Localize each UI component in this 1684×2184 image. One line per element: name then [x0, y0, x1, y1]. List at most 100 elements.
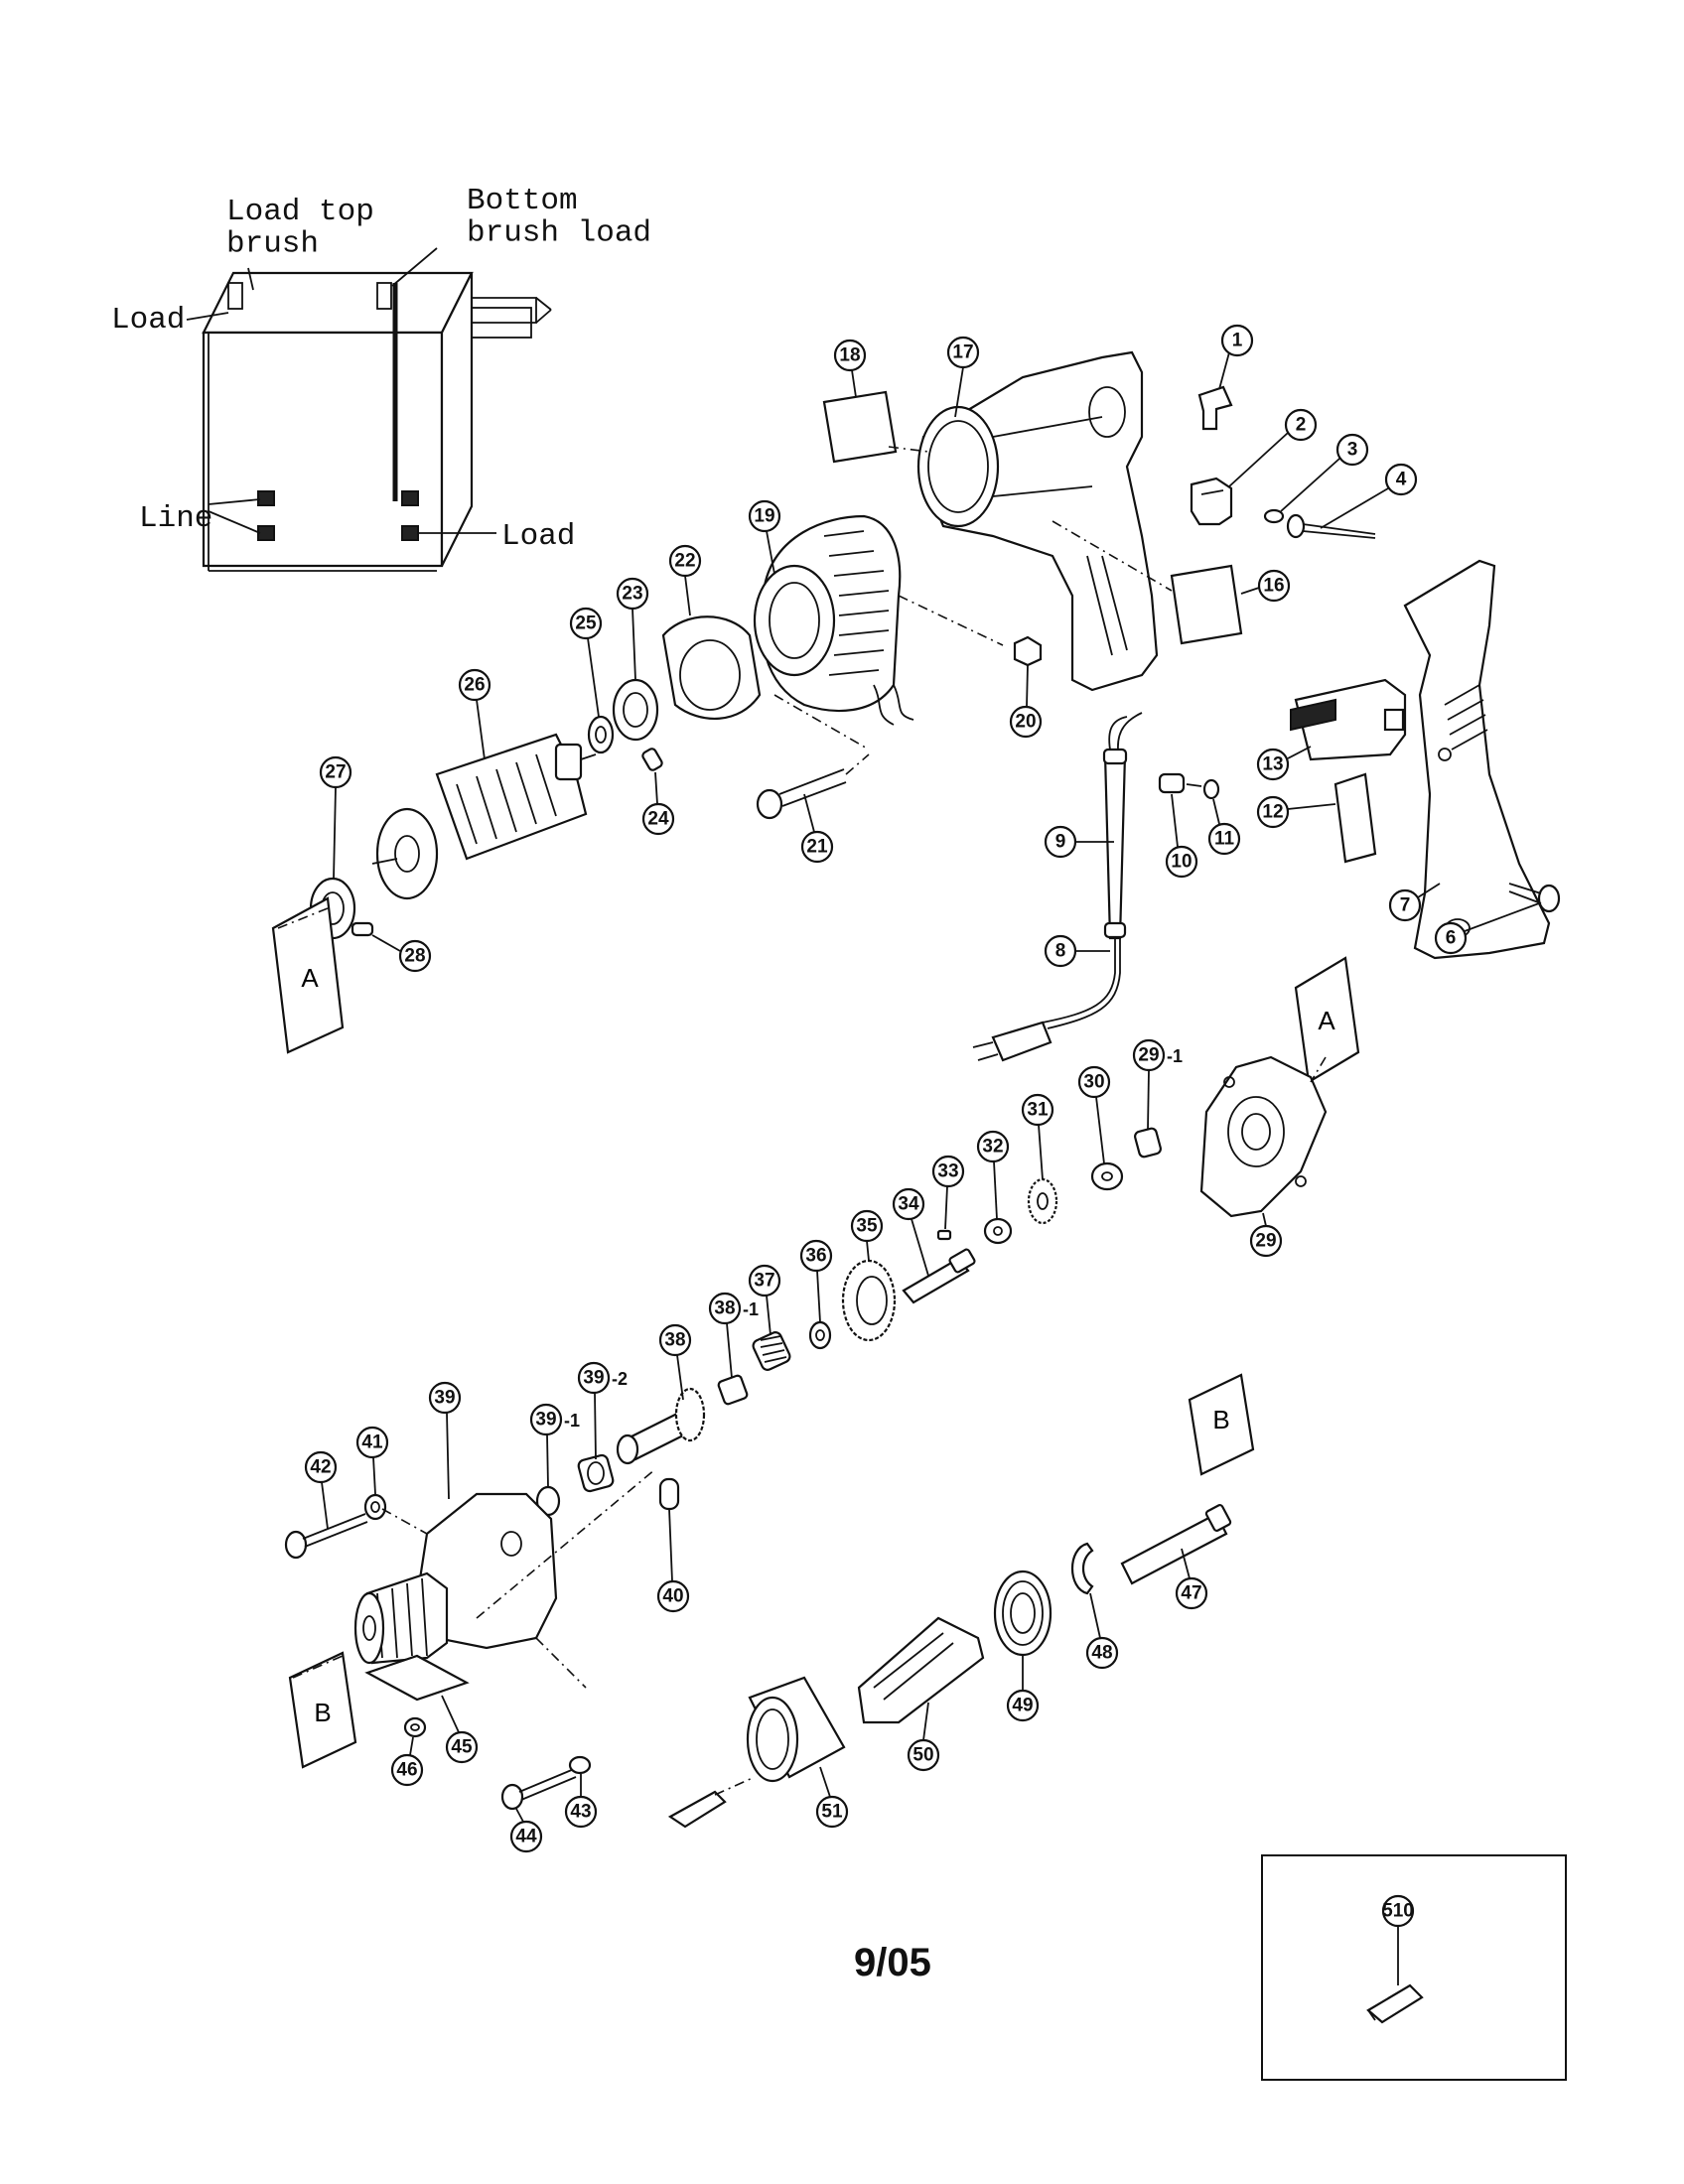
ref-marker-a-right: A — [1294, 956, 1360, 1084]
svg-text:30: 30 — [1083, 1072, 1104, 1093]
svg-text:49: 49 — [1012, 1696, 1033, 1716]
svg-text:29: 29 — [1138, 1045, 1159, 1066]
svg-text:37: 37 — [754, 1271, 774, 1292]
callout-38-1: 38 — [708, 1292, 742, 1325]
svg-text:43: 43 — [570, 1802, 591, 1823]
svg-text:16: 16 — [1263, 576, 1284, 597]
callout-40: 40 — [656, 1579, 690, 1613]
callout-29-1: 29 — [1132, 1038, 1166, 1072]
bearing-23 — [612, 678, 659, 742]
spur-gear-31 — [1027, 1177, 1058, 1225]
screw-42 — [284, 1513, 368, 1560]
callout-21: 21 — [800, 830, 834, 864]
svg-text:10: 10 — [1171, 852, 1192, 873]
callout-39-2-suffix: -2 — [612, 1369, 628, 1389]
callout-6: 6 — [1434, 921, 1468, 955]
callout-11: 11 — [1207, 822, 1241, 856]
callout-39-2: 39 — [577, 1361, 611, 1395]
screw-6 — [1508, 883, 1561, 913]
washer-43 — [568, 1755, 592, 1775]
washer-36 — [808, 1320, 832, 1350]
pin-28 — [351, 921, 374, 937]
svg-text:2: 2 — [1296, 415, 1307, 436]
callout-31: 31 — [1021, 1093, 1054, 1127]
bushing-38-1 — [717, 1374, 749, 1406]
callout-33: 33 — [931, 1155, 965, 1188]
svg-text:510: 510 — [1382, 1901, 1414, 1922]
svg-text:11: 11 — [1214, 829, 1235, 850]
baffle-22 — [661, 615, 762, 721]
svg-text:44: 44 — [515, 1827, 537, 1847]
screw-11 — [1186, 778, 1220, 800]
callout-36: 36 — [799, 1239, 833, 1273]
date-code: 9/05 — [854, 1941, 931, 1984]
gear-shaft-38 — [616, 1387, 706, 1465]
carbon-brush-12 — [1333, 772, 1377, 864]
ref-marker-b-left: B — [288, 1651, 357, 1769]
label-plate-16 — [1170, 564, 1243, 645]
svg-text:42: 42 — [310, 1457, 331, 1478]
callout-32: 32 — [976, 1130, 1010, 1163]
callout-27: 27 — [319, 755, 352, 789]
plate-45 — [364, 1654, 470, 1702]
svg-text:B: B — [1212, 1405, 1229, 1434]
gear-35 — [841, 1259, 897, 1342]
handle-cover-7 — [1403, 559, 1551, 960]
svg-text:21: 21 — [806, 837, 828, 858]
svg-text:B: B — [314, 1698, 331, 1727]
washer-25 — [587, 715, 615, 754]
svg-text:31: 31 — [1027, 1100, 1049, 1121]
callout-8: 8 — [1044, 934, 1077, 968]
label-plate-18 — [822, 390, 898, 464]
screw-21 — [756, 753, 870, 820]
power-cord — [972, 712, 1143, 1062]
svg-text:A: A — [1318, 1006, 1335, 1035]
svg-text:46: 46 — [396, 1760, 417, 1781]
svg-text:33: 33 — [937, 1161, 958, 1182]
callout-3: 3 — [1335, 433, 1369, 467]
svg-text:3: 3 — [1347, 440, 1358, 461]
callout-38: 38 — [658, 1323, 692, 1357]
callout-50: 50 — [907, 1738, 940, 1772]
svg-text:29: 29 — [1255, 1231, 1276, 1252]
svg-text:39: 39 — [434, 1388, 455, 1409]
depth-collar-51 — [746, 1676, 846, 1783]
svg-text:39: 39 — [535, 1410, 556, 1431]
callout-2: 2 — [1284, 408, 1318, 442]
callout-42: 42 — [304, 1450, 338, 1484]
callout-39: 39 — [428, 1381, 462, 1415]
callout-29-1-suffix: -1 — [1167, 1046, 1183, 1066]
callout-34: 34 — [892, 1187, 925, 1221]
wiring-schematic — [186, 247, 552, 572]
label-load-left: Load — [111, 303, 185, 338]
brush-cap-2 — [1190, 477, 1233, 526]
callout-25: 25 — [569, 607, 603, 640]
gear-case-39 — [353, 1492, 558, 1665]
callout-41: 41 — [355, 1426, 389, 1459]
callout-35: 35 — [850, 1209, 884, 1243]
washer-32 — [983, 1217, 1013, 1245]
armature-26 — [371, 733, 597, 900]
svg-text:45: 45 — [451, 1737, 473, 1758]
svg-text:41: 41 — [361, 1433, 383, 1453]
svg-text:7: 7 — [1400, 895, 1411, 916]
washer-30 — [1090, 1161, 1124, 1191]
svg-text:8: 8 — [1055, 941, 1066, 962]
svg-text:1: 1 — [1232, 331, 1243, 351]
callout-9: 9 — [1044, 825, 1077, 859]
clamp-10 — [1158, 772, 1186, 794]
svg-text:35: 35 — [856, 1216, 878, 1237]
label-line: Line — [139, 501, 212, 536]
spindle-47 — [1120, 1504, 1232, 1585]
field-stator — [753, 514, 914, 726]
callout-19: 19 — [748, 499, 781, 533]
svg-text:23: 23 — [622, 584, 642, 605]
key-33 — [936, 1229, 952, 1241]
callout-4: 4 — [1384, 463, 1418, 496]
callout-17: 17 — [946, 336, 980, 369]
screwdriver-bit — [667, 1790, 727, 1829]
svg-text:20: 20 — [1015, 712, 1036, 733]
svg-text:32: 32 — [982, 1137, 1003, 1158]
